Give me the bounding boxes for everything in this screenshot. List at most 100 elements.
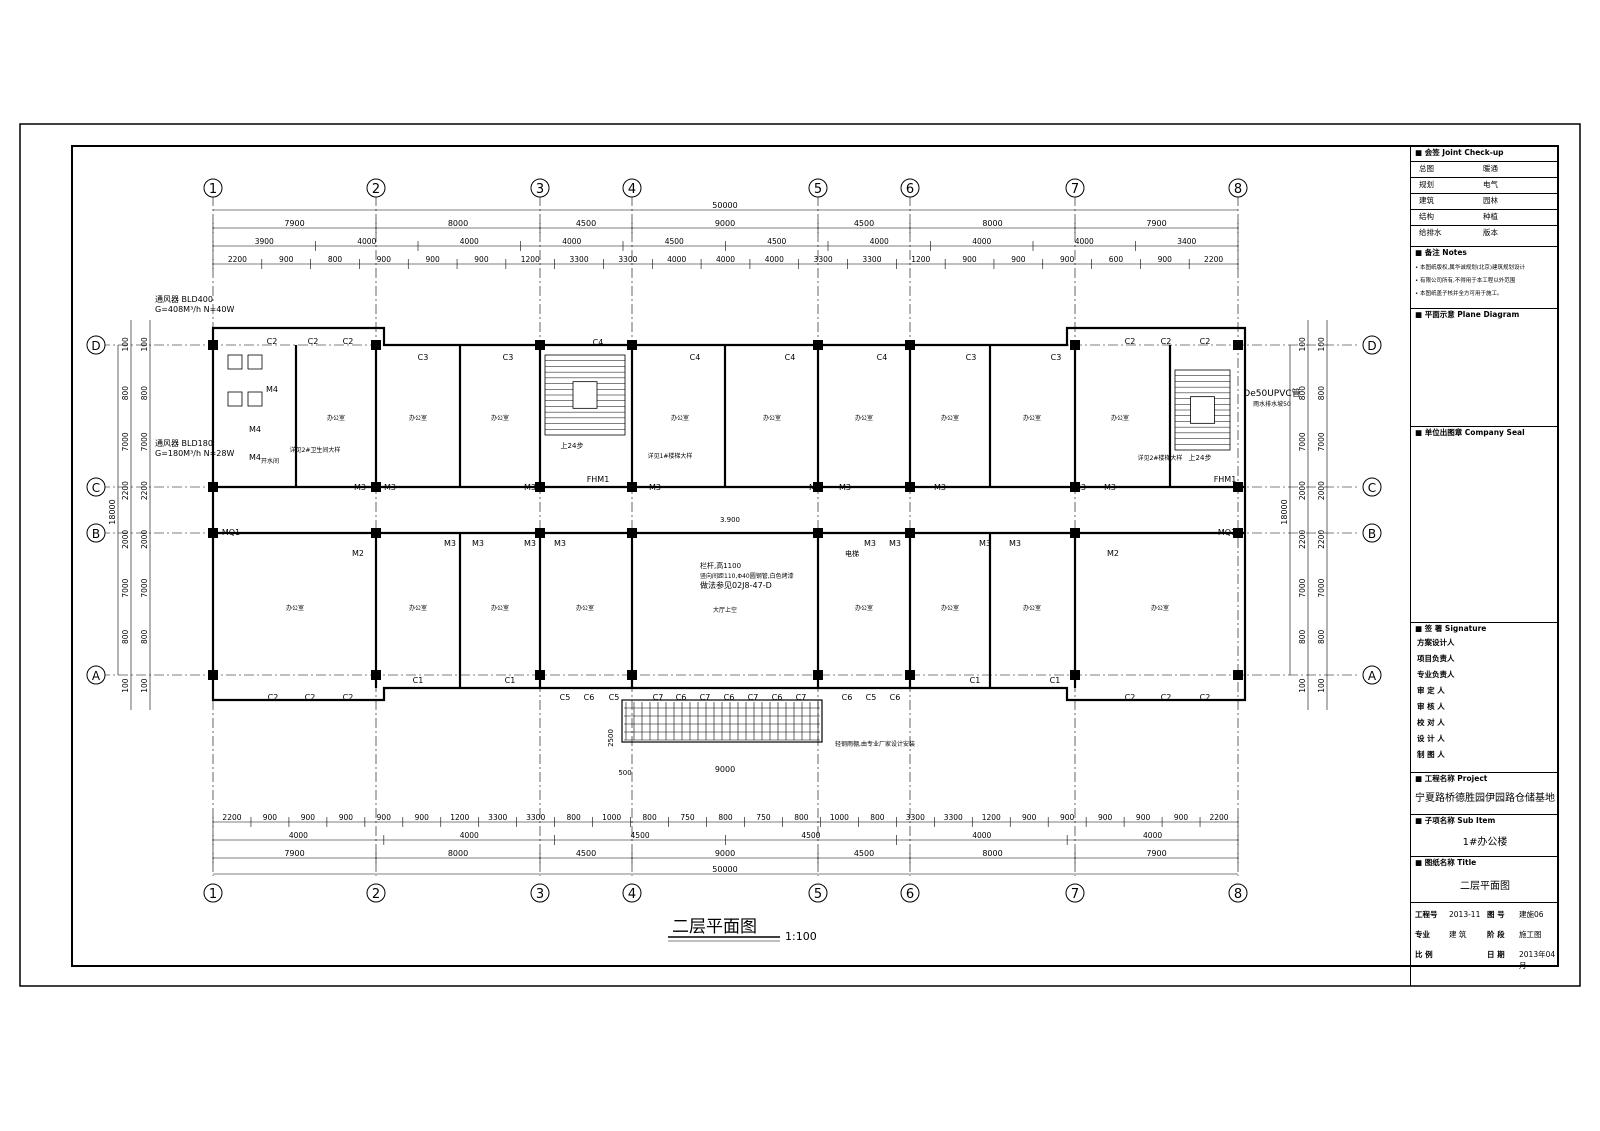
door-label: MQ1 [1218, 528, 1236, 537]
plan-labels: 办公室办公室办公室办公室办公室办公室办公室办公室办公室办公室办公室办公室办公室办… [155, 294, 1301, 943]
dim-text: 1200 [521, 255, 540, 264]
note-rail-1: 栏杆,高1100 [700, 561, 741, 570]
window-label: C3 [966, 353, 977, 362]
dim-text: 4500 [576, 849, 596, 858]
window-label: C2 [308, 337, 319, 346]
door-label: M2 [352, 549, 364, 558]
door-label: M3 [889, 539, 901, 548]
tb-info-label: 图 号 [1487, 910, 1505, 919]
axis-label: D [1367, 339, 1376, 353]
canopy-outline [621, 699, 823, 743]
column [627, 340, 637, 350]
axis-label: 2 [372, 182, 380, 197]
column [627, 528, 637, 538]
tb-role: 方案设计人 [1417, 638, 1455, 647]
canopy [621, 699, 823, 743]
axis-label: D [91, 339, 100, 353]
dim-text: 4000 [289, 831, 308, 840]
room-label-water: 开水间 [261, 457, 279, 465]
dim-text: 800 [328, 255, 343, 264]
room-label-office: 办公室 [491, 414, 509, 422]
tb-info-label: 比 例 [1415, 950, 1433, 959]
axis-label: 7 [1071, 887, 1079, 902]
note-stair-up: 上24步 [561, 441, 584, 450]
dim-text: 1000 [602, 813, 621, 822]
door-label: MQ1 [222, 528, 240, 537]
room-label-office: 办公室 [1023, 414, 1041, 422]
door-label: M3 [1009, 539, 1021, 548]
window-label: C1 [505, 676, 516, 685]
tb-info-value: 2013年04月 [1519, 950, 1556, 970]
axis-bubble [900, 883, 920, 903]
tb-note-line: • 有限公司所有,不得用于本工程以外范围 [1415, 278, 1516, 284]
dim-text: 7000 [140, 578, 149, 597]
dim-text: 900 [474, 255, 489, 264]
column [1233, 482, 1243, 492]
column [627, 670, 637, 680]
dim-text: 4500 [854, 219, 874, 228]
dim-text: 50000 [712, 201, 737, 210]
drawing-title: 二层平面图 [672, 917, 757, 937]
tb-drawing-name-title: ■ 图纸名称 Title [1415, 858, 1477, 867]
tb-note-line: • 本图纸版权,属华诚规划(北京)建筑规划设计 [1415, 265, 1526, 271]
dim-text: 3300 [814, 255, 833, 264]
tb-discipline: 规划 [1419, 180, 1434, 189]
axis-bubble [808, 178, 828, 198]
dim-text: 100 [1317, 337, 1326, 352]
axis-label: C [1368, 481, 1376, 495]
note-rail-3: 做法参见02J8-47-D [700, 580, 772, 590]
dim-text: 2000 [1298, 481, 1307, 500]
dim-text: 100 [1298, 337, 1307, 352]
dim-text: 900 [377, 813, 392, 822]
door-label: M3 [554, 539, 566, 548]
dim-text: 1200 [982, 813, 1001, 822]
tb-sub-item-value: 1#办公楼 [1462, 837, 1508, 848]
tb-plan-diagram: ■ 平面示意 Plane Diagram [1411, 308, 1559, 426]
dim-text: 4500 [665, 237, 684, 246]
window-label: C2 [268, 693, 279, 702]
dim-text: 4000 [667, 255, 686, 264]
dim-text: 900 [1158, 255, 1173, 264]
room-label-office: 办公室 [763, 414, 781, 422]
room-label-office: 办公室 [286, 604, 304, 612]
window-label: C6 [842, 693, 853, 702]
dim-text: 4000 [1143, 831, 1162, 840]
stair-well [572, 381, 598, 409]
tb-role: 项目负责人 [1417, 654, 1455, 663]
dim-text: 900 [1136, 813, 1151, 822]
dim-text: 900 [415, 813, 430, 822]
tb-project-title: ■ 工程名称 Project [1415, 774, 1488, 783]
note-fan-1b: G=408M³/h N=40W [155, 305, 234, 314]
window-label: C4 [877, 353, 888, 362]
outer-frame [19, 123, 1581, 987]
room-label-office: 办公室 [327, 414, 345, 422]
dim-text: 2200 [222, 813, 241, 822]
dim-text: 900 [1098, 813, 1113, 822]
axis-bubble [366, 883, 386, 903]
toilet-fixture [247, 354, 263, 370]
dim-text: 2000 [121, 530, 130, 549]
column [905, 340, 915, 350]
door-label: M2 [1107, 549, 1119, 558]
dim-text: 3400 [1177, 237, 1196, 246]
column [905, 482, 915, 492]
door-label: FHM1 [1214, 475, 1237, 484]
dim-text: 9000 [715, 849, 735, 858]
dim-text: 900 [1060, 813, 1075, 822]
column [1233, 528, 1243, 538]
door-label-elevator: 电梯 [845, 549, 859, 558]
room-label-office: 办公室 [855, 604, 873, 612]
dim-text: 3300 [488, 813, 507, 822]
axis-label: 4 [628, 182, 636, 197]
tb-drawing-name-value: 二层平面图 [1460, 881, 1510, 892]
window-label: C6 [676, 693, 687, 702]
window-label: C1 [970, 676, 981, 685]
dim-text: 4500 [631, 831, 650, 840]
note-pipe: De50UPVC管 [1243, 387, 1300, 399]
tb-signature-title: ■ 签 署 Signature [1415, 624, 1487, 633]
axis-bubble [530, 178, 550, 198]
axis-label: 1 [209, 887, 217, 902]
